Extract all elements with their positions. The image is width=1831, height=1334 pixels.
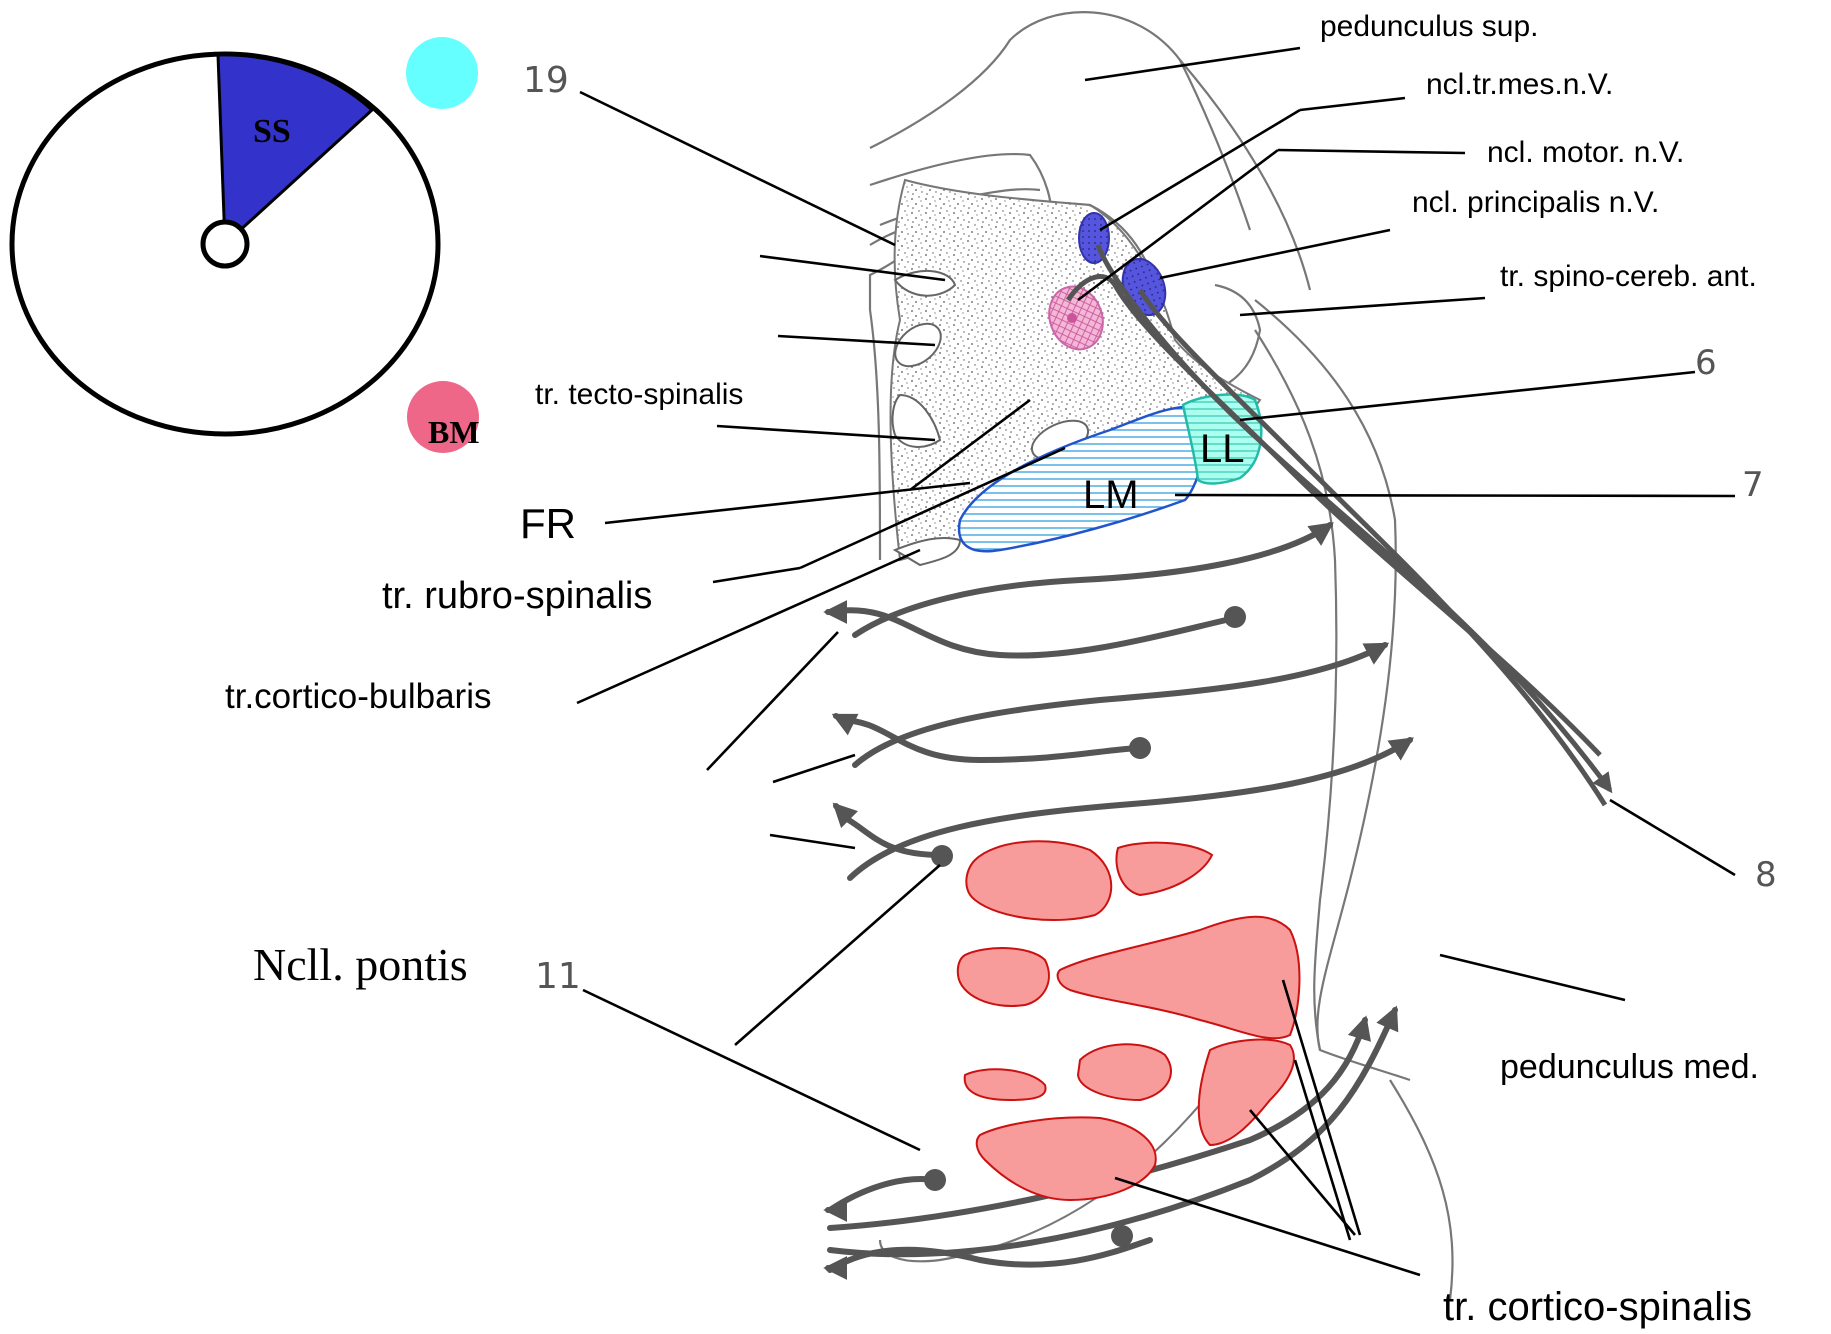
label-number-19: 19 (523, 60, 569, 101)
label-number-7: 7 (1742, 465, 1764, 505)
label-number-6: 6 (1695, 343, 1717, 383)
legend-dot-cyan (406, 37, 478, 109)
label-tr-spino-cereb: tr. spino-cereb. ant. (1500, 260, 1757, 293)
legend-center-ring (203, 222, 247, 266)
label-ncl-principalis: ncl. principalis n.V. (1412, 186, 1659, 219)
label-ncl-motor: ncl. motor. n.V. (1487, 136, 1684, 169)
legend-ss-label: SS (253, 113, 291, 150)
label-pedunculus-sup: pedunculus sup. (1320, 10, 1539, 43)
ll-label: LL (1200, 427, 1245, 471)
label-tr-cortico-spinalis: tr. cortico-spinalis (1443, 1285, 1752, 1329)
legend: SS BM (12, 37, 480, 453)
label-fr: FR (520, 500, 576, 547)
label-number-8: 8 (1755, 855, 1777, 895)
lm-label: LM (1083, 473, 1139, 517)
label-number-11: 11 (535, 956, 581, 997)
label-tr-tecto-spinalis: tr. tecto-spinalis (535, 378, 743, 411)
label-tr-cortico-bulbaris: tr.cortico-bulbaris (225, 677, 491, 716)
label-ncl-tr-mes: ncl.tr.mes.n.V. (1426, 68, 1613, 101)
legend-bm-label: BM (428, 414, 480, 450)
trigeminal-root-tracts (1068, 245, 1610, 805)
label-tr-rubro-spinalis: tr. rubro-spinalis (382, 575, 652, 617)
nuclei-pontis (958, 841, 1300, 1200)
label-pedunculus-med: pedunculus med. (1500, 1048, 1759, 1086)
ncl-motor-center (1067, 313, 1077, 323)
label-ncll-pontis: Ncll. pontis (253, 939, 468, 990)
